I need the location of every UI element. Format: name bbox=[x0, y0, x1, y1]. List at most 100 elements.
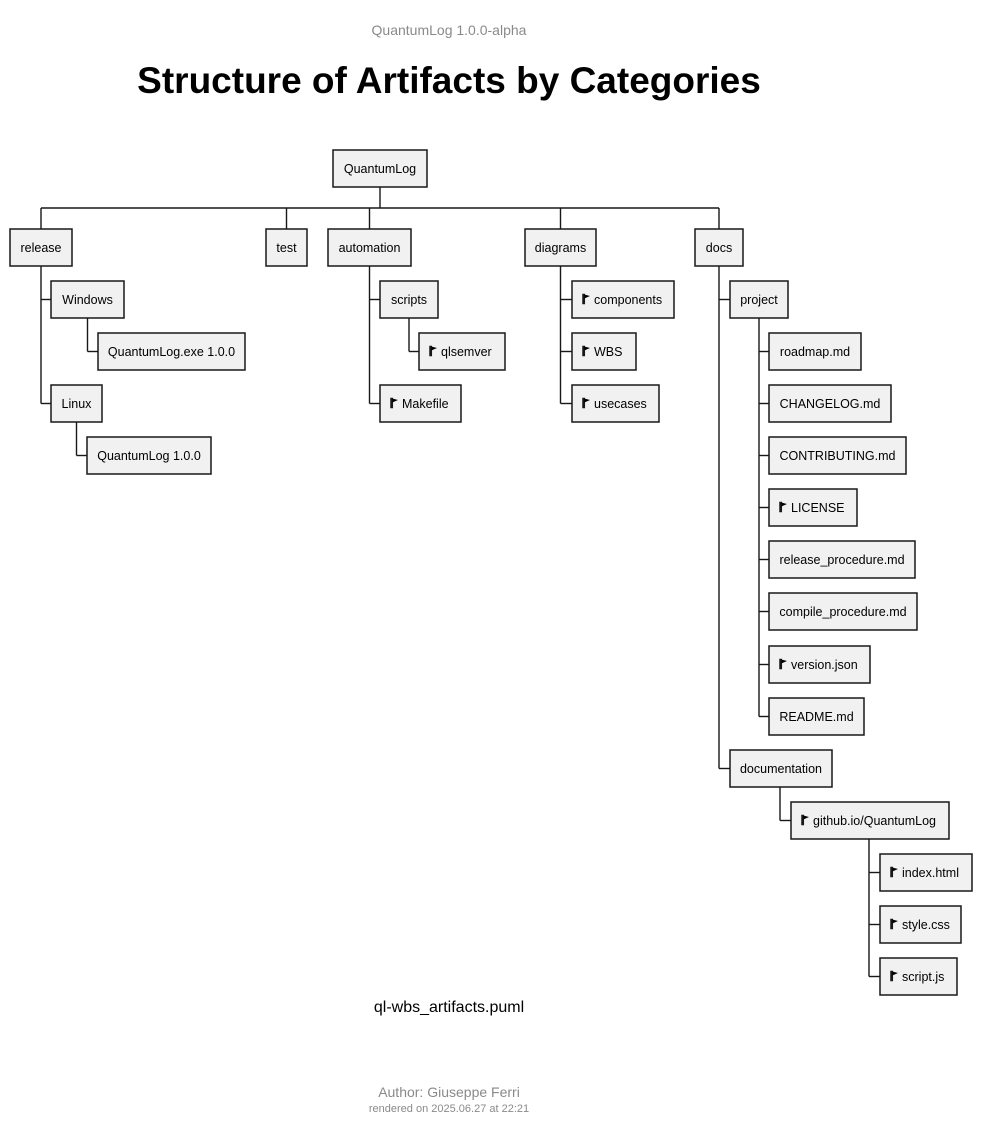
node-label: release bbox=[21, 241, 62, 255]
node-box bbox=[768, 332, 862, 371]
node-box bbox=[418, 332, 506, 371]
node-label: QuantumLog 1.0.0 bbox=[97, 449, 201, 463]
wbs-node: style.css bbox=[879, 905, 962, 944]
node-box bbox=[265, 228, 308, 267]
node-box bbox=[97, 332, 246, 371]
wbs-node: README.md bbox=[768, 697, 865, 736]
wbs-node: QuantumLog 1.0.0 bbox=[86, 436, 212, 475]
wbs-node: QuantumLog.exe 1.0.0 bbox=[97, 332, 246, 371]
node-box bbox=[694, 228, 744, 267]
footer-date: rendered on 2025.06.27 at 22:21 bbox=[368, 1103, 530, 1115]
node-label: README.md bbox=[779, 710, 853, 724]
node-label: qlsemver bbox=[441, 345, 492, 359]
node-label: WBS bbox=[594, 345, 622, 359]
diagram-title: Structure of Artifacts by Categories bbox=[137, 60, 761, 101]
wbs-node: docs bbox=[694, 228, 744, 267]
wbs-node: Linux bbox=[50, 384, 103, 423]
node-box bbox=[729, 280, 789, 319]
wbs-node: release_procedure.md bbox=[768, 540, 916, 579]
node-box bbox=[379, 280, 439, 319]
node-label: project bbox=[740, 293, 778, 307]
node-label: documentation bbox=[740, 762, 822, 776]
node-box bbox=[50, 280, 125, 319]
wbs-node: roadmap.md bbox=[768, 332, 862, 371]
node-box bbox=[332, 149, 428, 188]
node-label: usecases bbox=[594, 397, 647, 411]
wbs-node: test bbox=[265, 228, 308, 267]
wbs-node: documentation bbox=[729, 749, 833, 788]
node-box bbox=[768, 697, 865, 736]
wbs-node: index.html bbox=[879, 853, 973, 892]
node-box bbox=[571, 384, 660, 423]
node-box bbox=[768, 384, 892, 423]
node-box bbox=[768, 540, 916, 579]
wbs-node: usecases bbox=[571, 384, 660, 423]
footer-author: Author: Giuseppe Ferri bbox=[378, 1084, 520, 1100]
node-label: CONTRIBUTING.md bbox=[780, 449, 896, 463]
node-label: index.html bbox=[902, 866, 959, 880]
flag-icon bbox=[390, 397, 398, 409]
wbs-node: automation bbox=[327, 228, 412, 267]
node-label: script.js bbox=[902, 970, 944, 984]
node-label: test bbox=[276, 241, 297, 255]
node-box bbox=[379, 384, 462, 423]
flag-icon bbox=[582, 293, 590, 305]
flag-icon bbox=[801, 814, 809, 826]
flag-icon bbox=[582, 345, 590, 357]
node-label: LICENSE bbox=[791, 501, 845, 515]
node-box bbox=[50, 384, 103, 423]
wbs-node: compile_procedure.md bbox=[768, 592, 918, 631]
node-label: Linux bbox=[62, 397, 93, 411]
wbs-node: LICENSE bbox=[768, 488, 858, 527]
wbs-node: github.io/QuantumLog bbox=[790, 801, 950, 840]
connector-lines bbox=[40, 187, 880, 978]
node-box bbox=[729, 749, 833, 788]
wbs-node: diagrams bbox=[524, 228, 597, 267]
node-label: components bbox=[594, 293, 662, 307]
node-label: Windows bbox=[62, 293, 113, 307]
wbs-node: script.js bbox=[879, 957, 958, 996]
node-label: CHANGELOG.md bbox=[780, 397, 881, 411]
node-box bbox=[879, 905, 962, 944]
node-box bbox=[768, 645, 871, 684]
node-label: release_procedure.md bbox=[779, 553, 904, 567]
wbs-node: CONTRIBUTING.md bbox=[768, 436, 907, 475]
node-box bbox=[327, 228, 412, 267]
wbs-node: CHANGELOG.md bbox=[768, 384, 892, 423]
node-box bbox=[790, 801, 950, 840]
node-label: compile_procedure.md bbox=[779, 605, 906, 619]
diagram-caption: ql-wbs_artifacts.puml bbox=[373, 999, 525, 1016]
wbs-node: release bbox=[9, 228, 73, 267]
node-label: QuantumLog bbox=[344, 162, 416, 176]
node-label: QuantumLog.exe 1.0.0 bbox=[108, 345, 235, 359]
wbs-node: WBS bbox=[571, 332, 637, 371]
flag-icon bbox=[779, 658, 787, 670]
wbs-node: components bbox=[571, 280, 675, 319]
node-label: docs bbox=[706, 241, 732, 255]
node-box bbox=[768, 592, 918, 631]
node-label: scripts bbox=[391, 293, 427, 307]
diagram-header: QuantumLog 1.0.0-alpha bbox=[371, 22, 527, 38]
wbs-node: Windows bbox=[50, 280, 125, 319]
node-label: version.json bbox=[791, 658, 858, 672]
wbs-node: qlsemver bbox=[418, 332, 506, 371]
node-box bbox=[86, 436, 212, 475]
flag-icon bbox=[429, 345, 437, 357]
flag-icon bbox=[779, 501, 787, 513]
node-label: Makefile bbox=[402, 397, 449, 411]
flag-icon bbox=[582, 397, 590, 409]
wbs-node: Makefile bbox=[379, 384, 462, 423]
node-box bbox=[768, 488, 858, 527]
node-label: automation bbox=[339, 241, 401, 255]
wbs-node: scripts bbox=[379, 280, 439, 319]
node-label: github.io/QuantumLog bbox=[813, 814, 936, 828]
flag-icon bbox=[890, 866, 898, 878]
node-label: roadmap.md bbox=[780, 345, 850, 359]
node-label: diagrams bbox=[535, 241, 586, 255]
wbs-node: version.json bbox=[768, 645, 871, 684]
node-label: style.css bbox=[902, 918, 950, 932]
node-box bbox=[879, 853, 973, 892]
wbs-node: project bbox=[729, 280, 789, 319]
